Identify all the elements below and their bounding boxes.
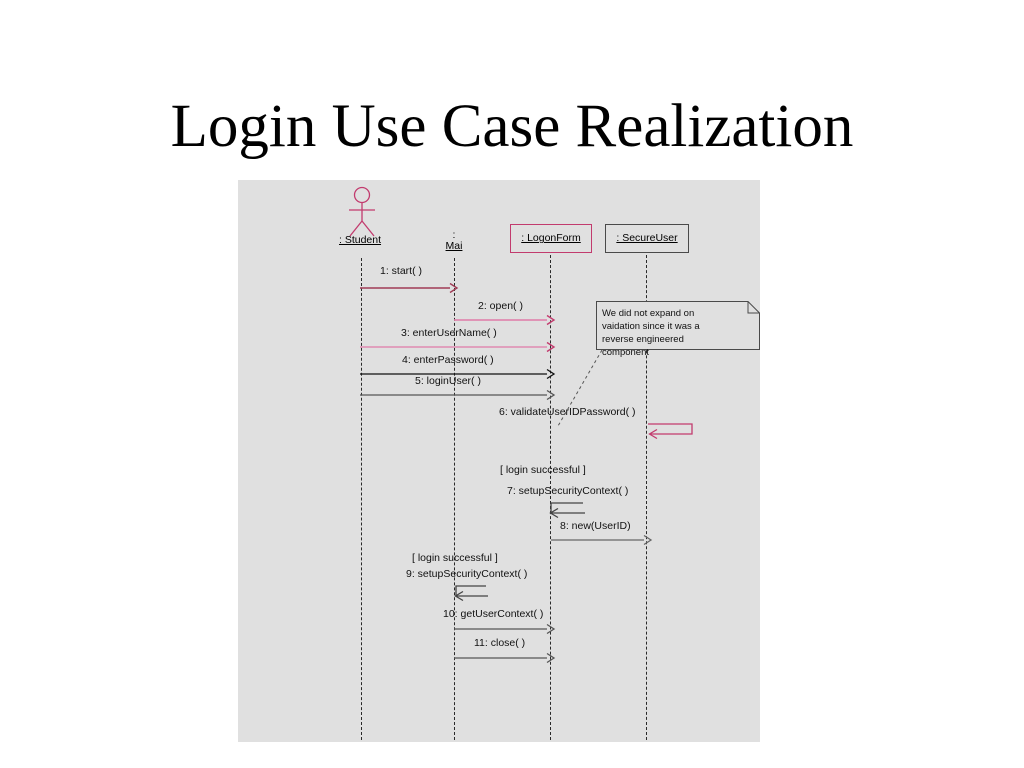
object-secureuser-label: : SecureUser bbox=[616, 232, 678, 245]
guard-login-successful-2: [ login successful ] bbox=[412, 552, 498, 564]
actor-student-icon bbox=[349, 186, 375, 237]
message-6-arrow bbox=[648, 423, 693, 440]
participant-mai-label: Mai bbox=[445, 240, 463, 252]
message-3-label: 3: enterUserName( ) bbox=[401, 327, 497, 339]
object-secureuser[interactable]: : SecureUser bbox=[605, 224, 689, 253]
message-4-label: 4: enterPassword( ) bbox=[402, 354, 494, 366]
message-3-arrow bbox=[360, 341, 556, 353]
object-logonform-label: : LogonForm bbox=[521, 232, 581, 245]
lifeline-logonform bbox=[550, 255, 551, 740]
participant-mai: : Mai bbox=[434, 230, 474, 252]
lifeline-secureuser bbox=[646, 255, 647, 740]
guard-login-successful-1: [ login successful ] bbox=[500, 464, 586, 476]
note-box bbox=[596, 301, 760, 350]
message-2-label: 2: open( ) bbox=[478, 300, 523, 312]
message-1-label: 1: start( ) bbox=[380, 265, 423, 277]
lifeline-student bbox=[361, 258, 362, 740]
message-10-arrow bbox=[454, 623, 556, 635]
object-logonform[interactable]: : LogonForm bbox=[510, 224, 592, 253]
message-1-arrow bbox=[360, 282, 459, 294]
lifeline-mai bbox=[454, 258, 455, 740]
participant-mai-prefix: : bbox=[452, 229, 456, 241]
message-7-arrow bbox=[549, 502, 585, 519]
message-2-arrow bbox=[454, 314, 556, 326]
message-8-arrow bbox=[551, 534, 653, 546]
message-9-arrow bbox=[454, 585, 488, 602]
note-anchor-line bbox=[557, 349, 603, 427]
message-4-arrow bbox=[360, 368, 556, 380]
message-7-label: 7: setupSecurityContext( ) bbox=[507, 485, 629, 497]
note-text: We did not expand on vaidation since it … bbox=[602, 308, 700, 358]
message-5-arrow bbox=[360, 389, 556, 401]
message-11-arrow bbox=[454, 652, 556, 664]
message-10-label: 10: getUserContext( ) bbox=[443, 608, 544, 620]
message-5-label: 5: loginUser( ) bbox=[415, 375, 481, 387]
sequence-diagram: : Student : Mai : LogonForm : SecureUser… bbox=[238, 180, 760, 742]
message-11-label: 11: close( ) bbox=[474, 637, 526, 649]
message-6-label: 6: validateUserIDPassword( ) bbox=[499, 406, 636, 418]
page-title: Login Use Case Realization bbox=[170, 93, 854, 160]
message-8-label: 8: new(UserID) bbox=[560, 520, 631, 532]
message-9-label: 9: setupSecurityContext( ) bbox=[406, 568, 528, 580]
actor-student-label: : Student bbox=[339, 234, 382, 246]
